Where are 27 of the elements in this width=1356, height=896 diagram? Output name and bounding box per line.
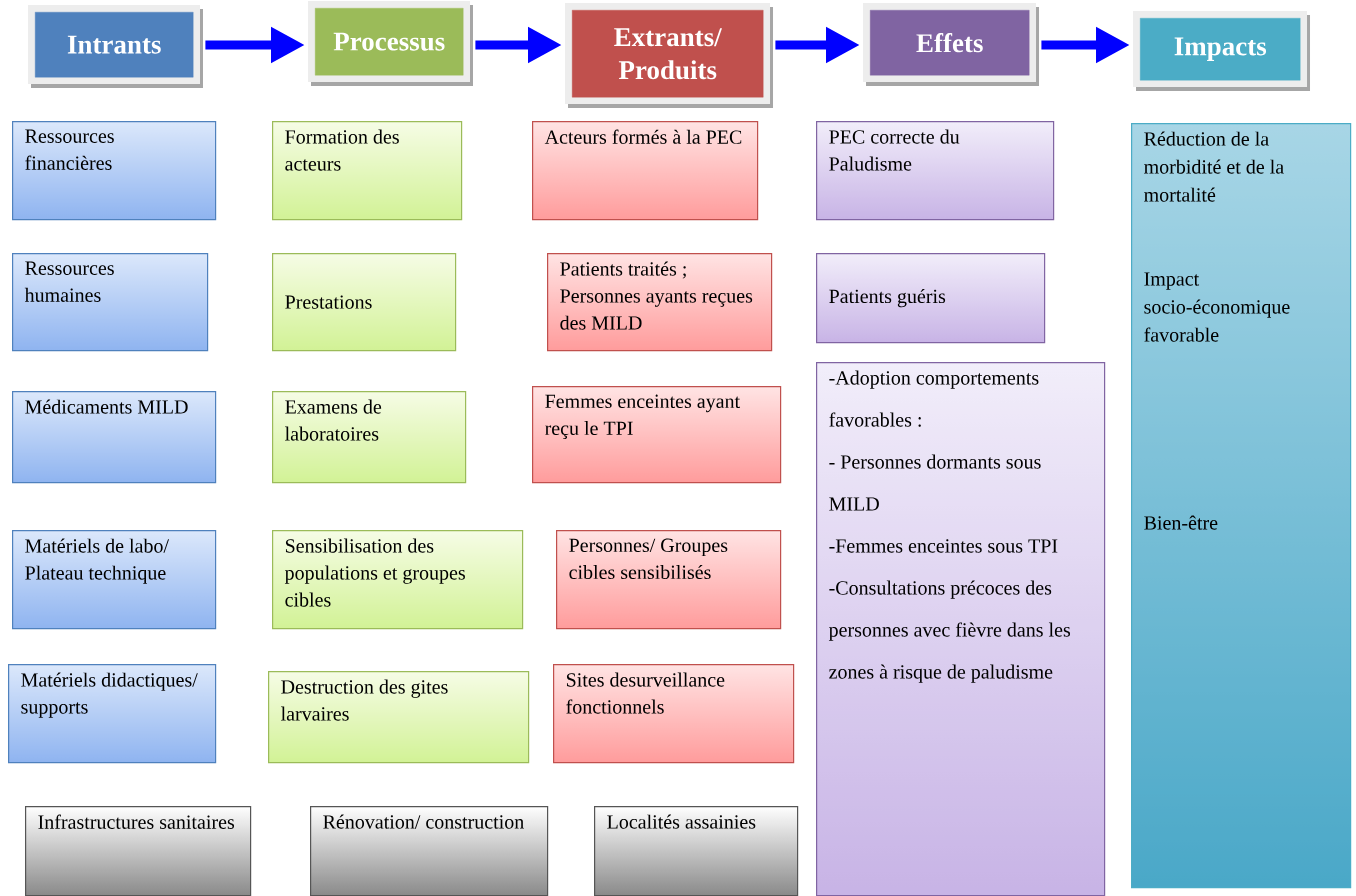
stage-header: Impacts — [1133, 11, 1310, 91]
infrastructure-box: Localités assainies — [594, 806, 799, 896]
process-box: Examens de laboratoires — [272, 391, 467, 484]
stage-header: Effets — [863, 3, 1039, 86]
impact-box: Réduction de la morbidité et de la mortalité Impact socio-économique favorable Bien-être — [1131, 123, 1352, 889]
input-box: Matériels de labo/ Plateau technique — [12, 530, 217, 630]
input-box: Ressources financières — [12, 121, 217, 221]
input-box: Ressources humaines — [12, 253, 209, 352]
process-box: Destruction des gites larvaires — [268, 671, 530, 764]
effect-box: -Adoption comportements favorables : - Personnes dormants sous MILD -Femmes enceintes sous TPI -Consultations précoces des personnes avec fièvre dans les zones à risque de paludisme — [816, 362, 1106, 896]
stage-header: Intrants — [28, 5, 203, 88]
input-box: Médicaments MILD — [12, 391, 217, 484]
stage-header: Processus — [308, 1, 473, 86]
infrastructure-box: Rénovation/ construction — [310, 806, 549, 896]
process-box: Prestations — [272, 253, 457, 352]
output-box: Acteurs formés à la PEC — [532, 121, 759, 221]
infrastructure-box: Infrastructures sanitaires — [25, 806, 252, 896]
effect-box: PEC correcte du Paludisme — [816, 121, 1055, 221]
process-box: Formation des acteurs — [272, 121, 463, 221]
output-box: Femmes enceintes ayant reçu le TPI — [532, 386, 782, 484]
input-box: Matériels didactiques/ supports — [8, 664, 217, 764]
output-box: Personnes/ Groupes cibles sensibilisés — [556, 530, 782, 630]
output-box: Sites desurveillance fonctionnels — [553, 664, 795, 764]
process-box: Sensibilisation des populations et groupes cibles — [272, 530, 524, 630]
stage-header: Extrants/ Produits — [565, 3, 773, 108]
effect-box: Patients guéris — [816, 253, 1046, 344]
output-box: Patients traités ; Personnes ayants reçues des MILD — [547, 253, 773, 352]
